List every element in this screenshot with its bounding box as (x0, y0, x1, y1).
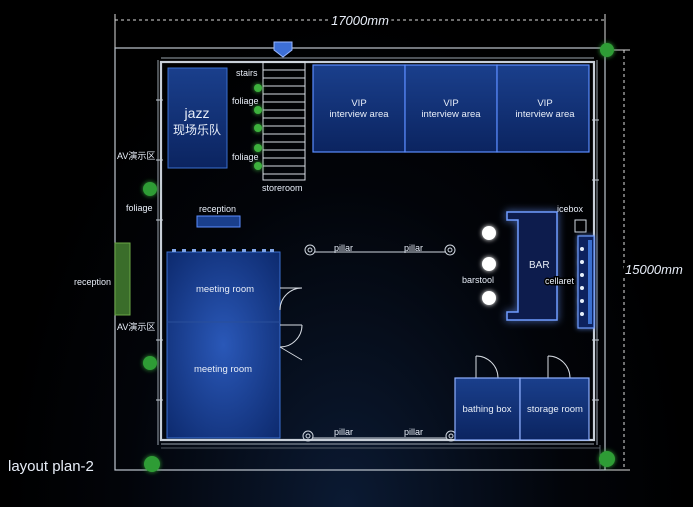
icebox (574, 219, 587, 233)
meeting-room-label-1: meeting room (196, 284, 254, 295)
pillar-label-4: pillar (404, 427, 423, 437)
barstool-label: barstool (462, 275, 494, 285)
reception-left (114, 242, 131, 316)
stairs (262, 61, 306, 181)
icebox-label: icebox (557, 204, 584, 214)
foliage-label-2: foliage (232, 152, 259, 162)
stairs-label: stairs (236, 68, 258, 78)
entrance-arrow-icon (273, 41, 293, 58)
plant-icon (143, 43, 615, 472)
dimension-top: 17000mm (114, 10, 606, 48)
pillar-label-2: pillar (404, 243, 423, 253)
door-icon (279, 287, 303, 361)
svg-text:interview area: interview area (421, 109, 481, 120)
cellaret-label: cellaret (545, 276, 575, 286)
svg-text:interview area: interview area (329, 109, 389, 120)
wall-ticks (156, 99, 599, 401)
vip-area-3: VIP interview area (496, 64, 590, 153)
av-zone-label-2: AV演示区 (117, 321, 155, 332)
plant-icon (254, 84, 262, 170)
cellaret (577, 235, 595, 329)
reception-desk-label: reception (199, 204, 236, 214)
bar-label: BAR (529, 260, 550, 271)
reception-desk (196, 215, 241, 228)
plan-title: layout plan-2 (8, 458, 94, 475)
jazz-band-label: 现场乐队 (173, 122, 221, 137)
vip-area-2: VIP interview area (404, 64, 498, 153)
meeting-room-block (166, 251, 281, 439)
bar-counter (506, 211, 558, 321)
av-zone-label-1: AV演示区 (117, 150, 155, 161)
pillar-label-1: pillar (334, 243, 353, 253)
jazz-label: jazz (184, 105, 210, 121)
svg-text:VIP: VIP (443, 98, 458, 109)
foliage-label-left: foliage (126, 203, 153, 213)
svg-text:interview area: interview area (515, 109, 575, 120)
jazz-stage (167, 67, 228, 169)
door-icon (475, 355, 571, 379)
dimension-right: 15000mm (600, 49, 686, 471)
foliage-label-1: foliage (232, 96, 259, 106)
barstool-icon (482, 226, 496, 305)
pillar-label-3: pillar (334, 427, 353, 437)
svg-text:VIP: VIP (351, 98, 366, 109)
storage-room-label: storage room (527, 404, 583, 415)
vip-area-1: VIP interview area (312, 64, 406, 153)
meeting-room-label-2: meeting room (194, 364, 252, 375)
pillar-icon (302, 244, 457, 442)
bathing-box-label: bathing box (462, 404, 511, 415)
bathing-box (454, 377, 521, 441)
storage-room (519, 377, 590, 441)
dimension-width-label: 17000mm (331, 13, 389, 28)
reception-left-label: reception (74, 277, 111, 287)
storeroom-label: storeroom (262, 183, 303, 193)
svg-text:VIP: VIP (537, 98, 552, 109)
meeting-room-chairs (172, 249, 274, 252)
dimension-height-label: 15000mm (625, 262, 683, 277)
